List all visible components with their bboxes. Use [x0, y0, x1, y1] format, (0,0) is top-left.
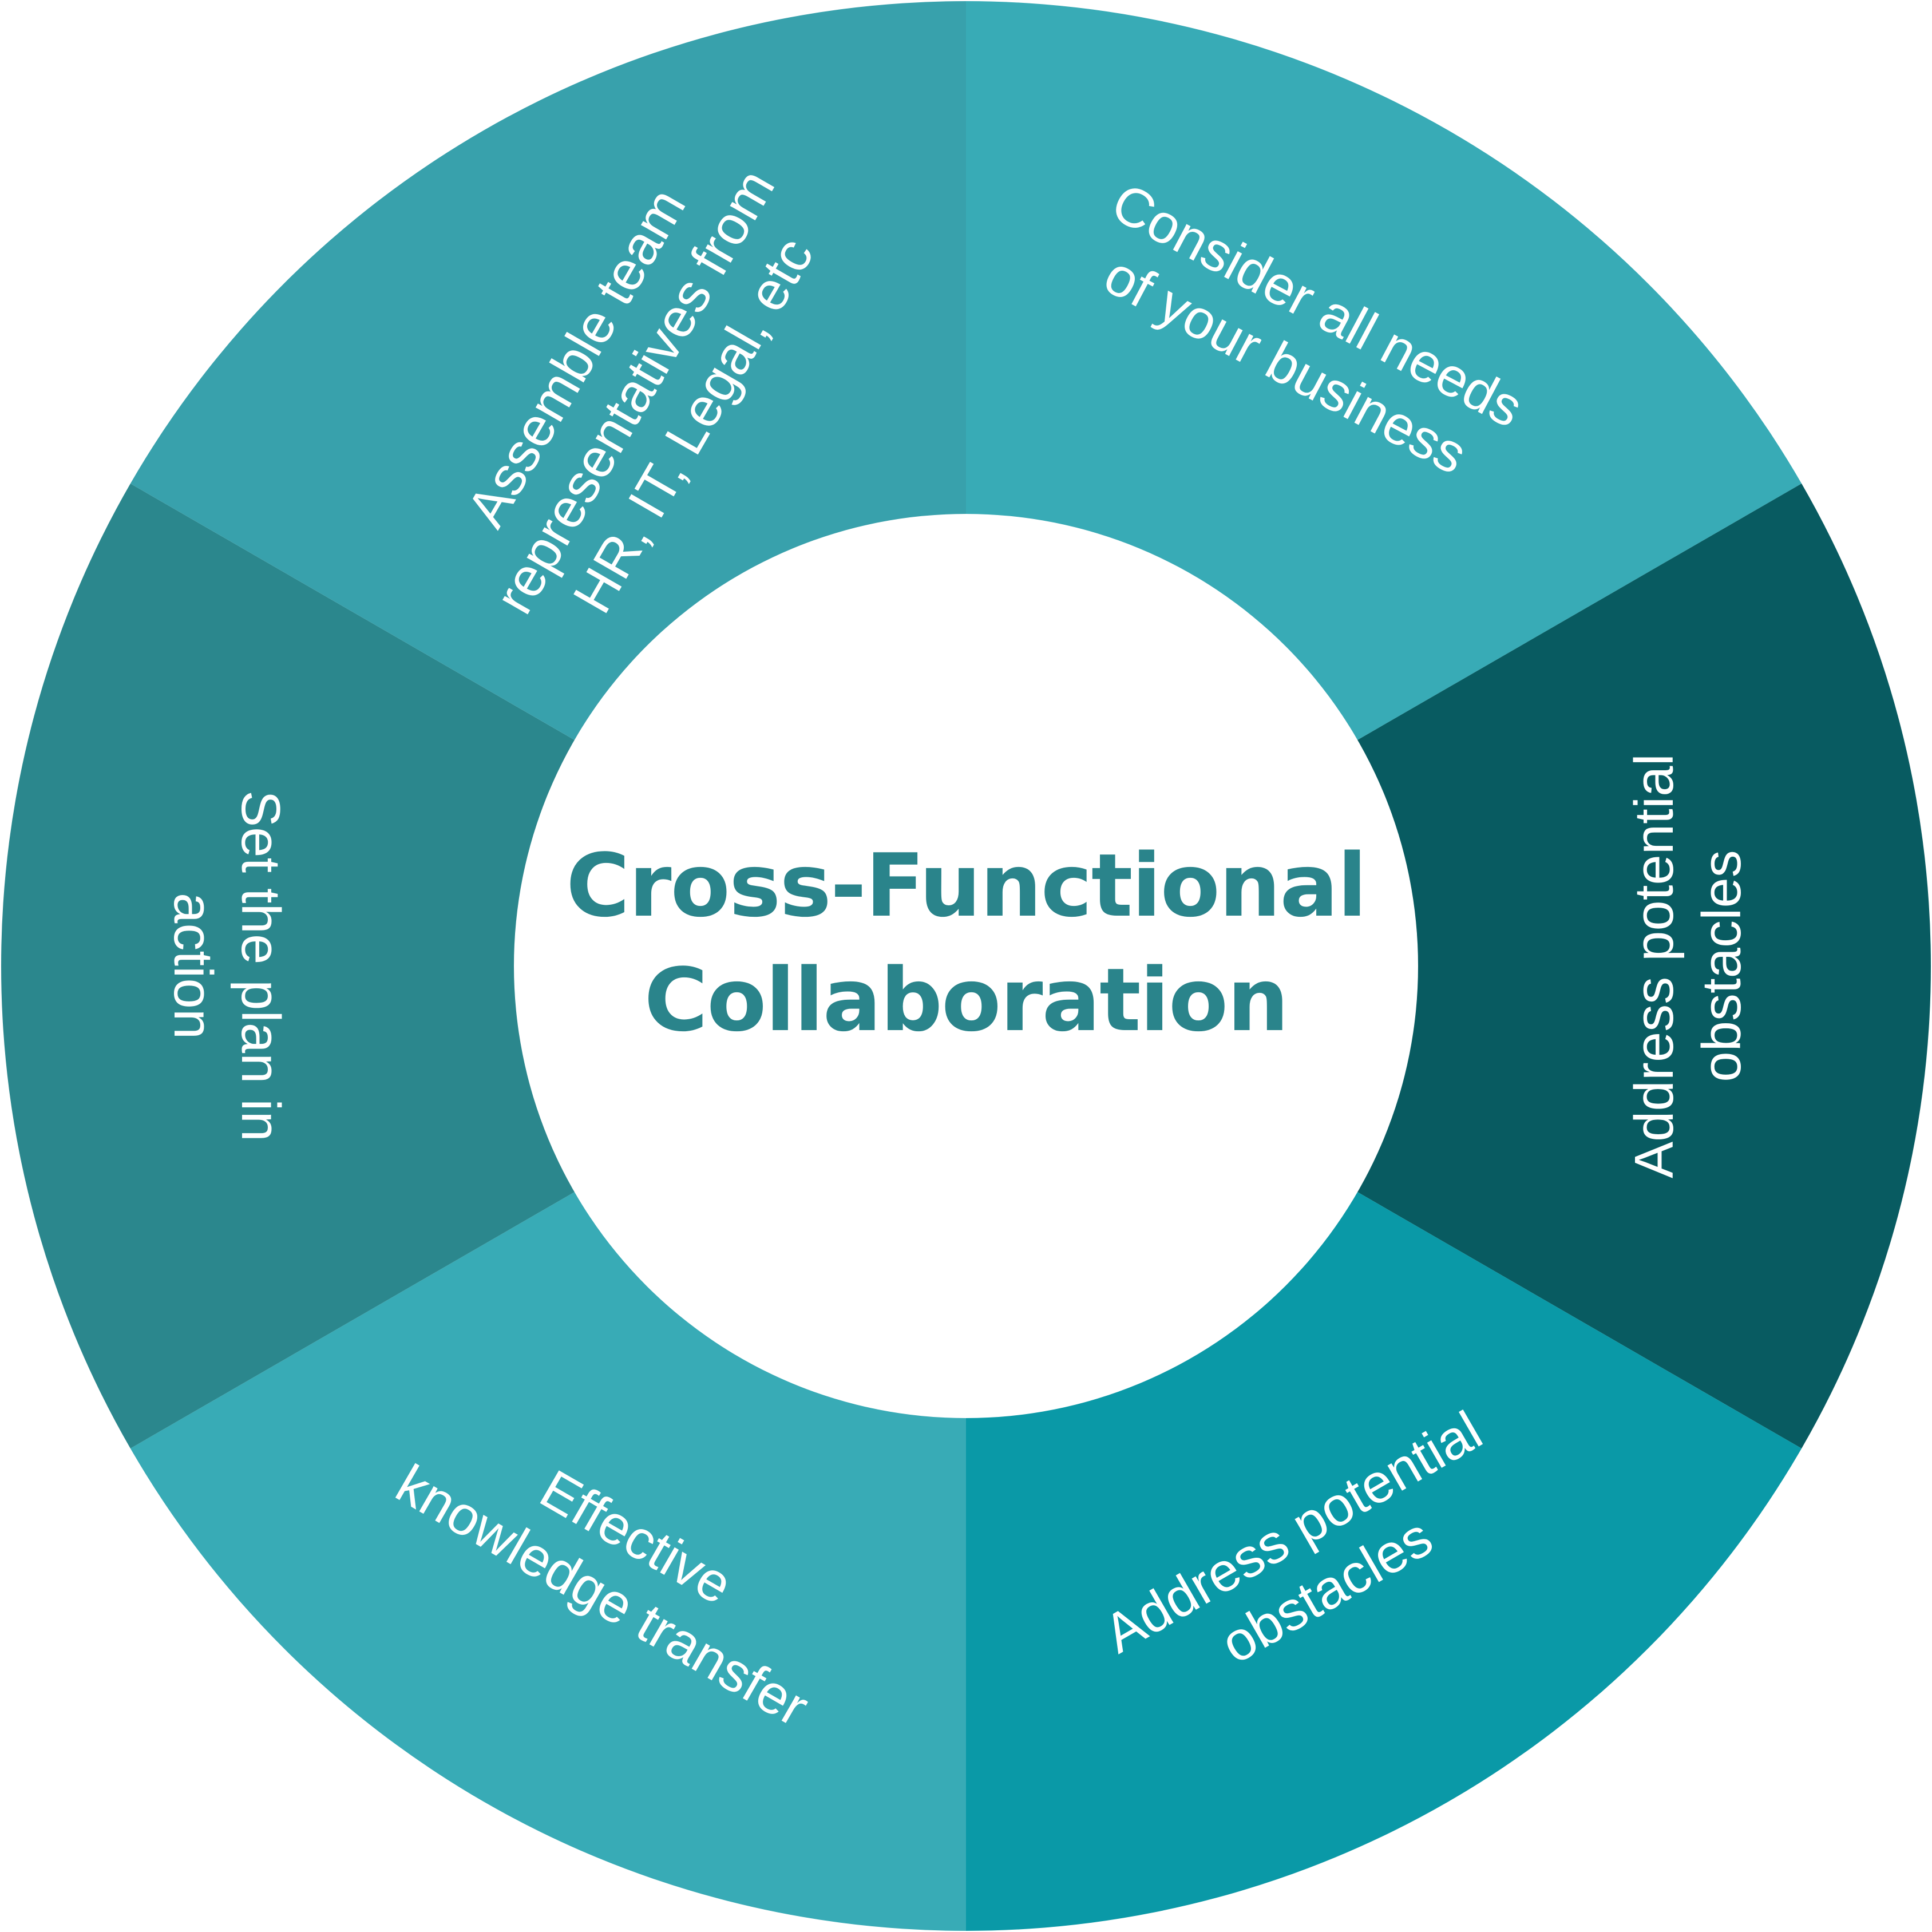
center-circle	[514, 514, 1418, 1418]
segment-label-line: action	[163, 893, 224, 1039]
segment-label-line: obstacles	[1691, 850, 1752, 1082]
wheel-segment-5	[1, 484, 966, 1448]
segment-label-5: Set the plan inaction	[163, 790, 291, 1142]
wheel-segment-2	[966, 484, 1931, 1448]
segment-label-line: Address potential	[1624, 754, 1685, 1178]
segment-label-line: Set the plan in	[230, 790, 291, 1142]
center-title-line: Collaboration	[644, 949, 1288, 1051]
center-title-line: Cross-Functional	[566, 835, 1366, 936]
